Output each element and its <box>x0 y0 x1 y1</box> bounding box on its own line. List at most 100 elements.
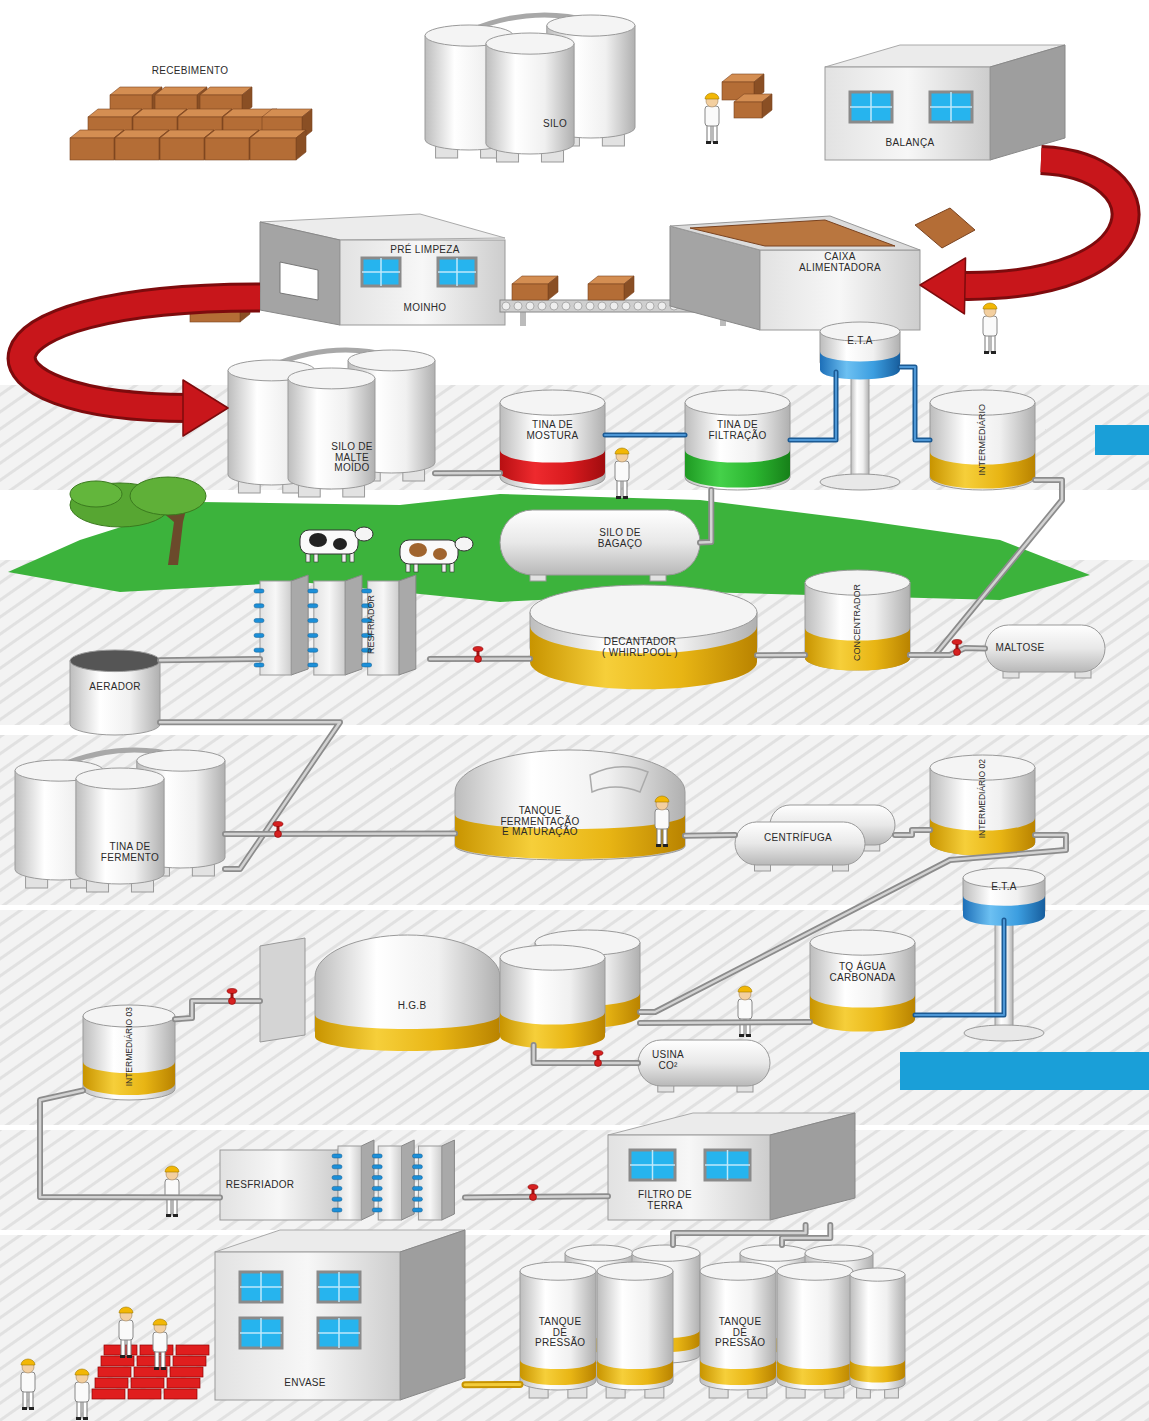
connector-core <box>160 659 260 660</box>
equipment-label: SILO DE MALTE MOÍDO <box>322 442 382 474</box>
window <box>850 92 892 122</box>
tank-body <box>76 779 164 884</box>
box-side <box>548 276 558 300</box>
conveyor-roller <box>538 302 546 310</box>
building-side <box>990 45 1065 160</box>
panel-tube <box>362 589 372 593</box>
connector-core <box>160 722 340 869</box>
pipe-connector <box>605 435 685 436</box>
panel-tube <box>254 604 264 608</box>
pipe-connector <box>790 372 836 440</box>
label-stack: TQ ÁGUA CARBONADA <box>810 962 915 983</box>
worker-helmet <box>21 1359 35 1365</box>
conveyor-roller <box>502 302 510 310</box>
window <box>318 1272 360 1302</box>
connector-core <box>910 480 1062 655</box>
beer-crate <box>134 1367 167 1377</box>
worker-figure <box>655 796 669 847</box>
tank-figure <box>76 768 164 884</box>
panel-tube <box>362 663 372 667</box>
label-stack: USINA CO² <box>638 1050 698 1071</box>
equipment-label: TINA DE FILTRAÇÃO <box>698 420 778 441</box>
valve-wheel <box>473 647 483 652</box>
box-front <box>205 138 249 160</box>
panel-tube <box>254 663 264 667</box>
panel-tube <box>308 604 318 608</box>
window <box>705 1150 750 1180</box>
conveyor-roller <box>550 302 558 310</box>
equipment-label: AERADOR <box>89 682 141 693</box>
equipment-label: PRÉ LIMPEZA <box>390 245 459 256</box>
window-bar <box>930 106 972 108</box>
tank-top <box>547 15 635 36</box>
hopper-top <box>670 216 920 250</box>
valve-wheel <box>273 822 283 827</box>
window <box>240 1318 282 1348</box>
worker-figure <box>165 1166 179 1217</box>
floor-band <box>0 1235 1149 1421</box>
worker-body <box>705 106 719 126</box>
equipment-label: CENTRÍFUGA <box>764 833 832 844</box>
water-pool <box>900 1052 1149 1090</box>
worker-helmet <box>615 448 629 454</box>
building-side <box>260 222 340 325</box>
equipment-label: RESFRIADOR <box>226 1180 295 1191</box>
tank-figure <box>850 1268 905 1390</box>
hgb-panel <box>260 938 305 1042</box>
equipment-label: CONCENTRADOR <box>853 584 862 661</box>
conveyor-roller <box>598 302 606 310</box>
tank-figure <box>930 390 1035 490</box>
conveyor-roller <box>562 302 570 310</box>
cow-figure <box>300 527 373 562</box>
worker-figure <box>615 448 629 499</box>
equipment-node: CENTRÍFUGA <box>735 805 895 865</box>
box-side <box>296 130 306 160</box>
cow-body <box>400 540 458 564</box>
valve-wheel <box>528 1185 538 1190</box>
worker-leg <box>623 479 627 497</box>
label-stack: E.T.A <box>820 336 900 347</box>
equipment-node: TANQUE DE PRESSÃO <box>520 1245 700 1395</box>
tank-body <box>685 403 790 490</box>
connector-outline <box>160 659 260 660</box>
pipe-connector <box>160 659 260 660</box>
panel-tube <box>254 619 264 623</box>
equipment-node: SILO DE BAGAÇO <box>500 510 700 575</box>
tank-band <box>500 450 605 485</box>
worker-body <box>75 1382 89 1402</box>
tower-base <box>820 474 900 490</box>
box-front <box>70 138 114 160</box>
connector-outline <box>22 297 260 408</box>
connector-core <box>910 648 985 655</box>
panel-tube <box>412 1186 422 1190</box>
label-stack: TANQUE DE PRESSÃO <box>700 1317 780 1349</box>
tank-band <box>500 1012 605 1049</box>
connector-outline <box>465 1381 520 1388</box>
equipment-node: TANQUE DE PRESSÃO <box>700 1245 905 1395</box>
horizontal-tank <box>735 822 865 865</box>
beer-crate <box>98 1367 131 1377</box>
tower-stem <box>851 368 869 482</box>
worker-leg <box>83 1400 87 1418</box>
window-bar <box>240 1332 282 1334</box>
connector-core <box>895 830 930 835</box>
tank-body <box>597 1271 673 1390</box>
valve-wheel <box>593 1051 603 1056</box>
panel-tube <box>372 1208 382 1212</box>
pipe-connector <box>910 648 985 655</box>
panel-tube <box>332 1186 342 1190</box>
worker-leg <box>23 1390 27 1408</box>
equipment-label: E.T.A <box>991 882 1016 893</box>
connector-outline <box>895 830 930 835</box>
connector-core <box>958 160 1126 286</box>
label-stack: TANQUE FERMENTAÇÃO E MATURAÇÃO <box>455 806 625 838</box>
window <box>438 258 476 286</box>
worker-shoe <box>656 844 661 847</box>
window <box>930 92 972 122</box>
worker-body <box>738 999 752 1019</box>
equipment-label: TINA DE FERMENTO <box>95 842 165 863</box>
worker-leg <box>127 1338 131 1356</box>
worker-shoe <box>120 1355 125 1358</box>
cow-patch <box>309 533 327 547</box>
